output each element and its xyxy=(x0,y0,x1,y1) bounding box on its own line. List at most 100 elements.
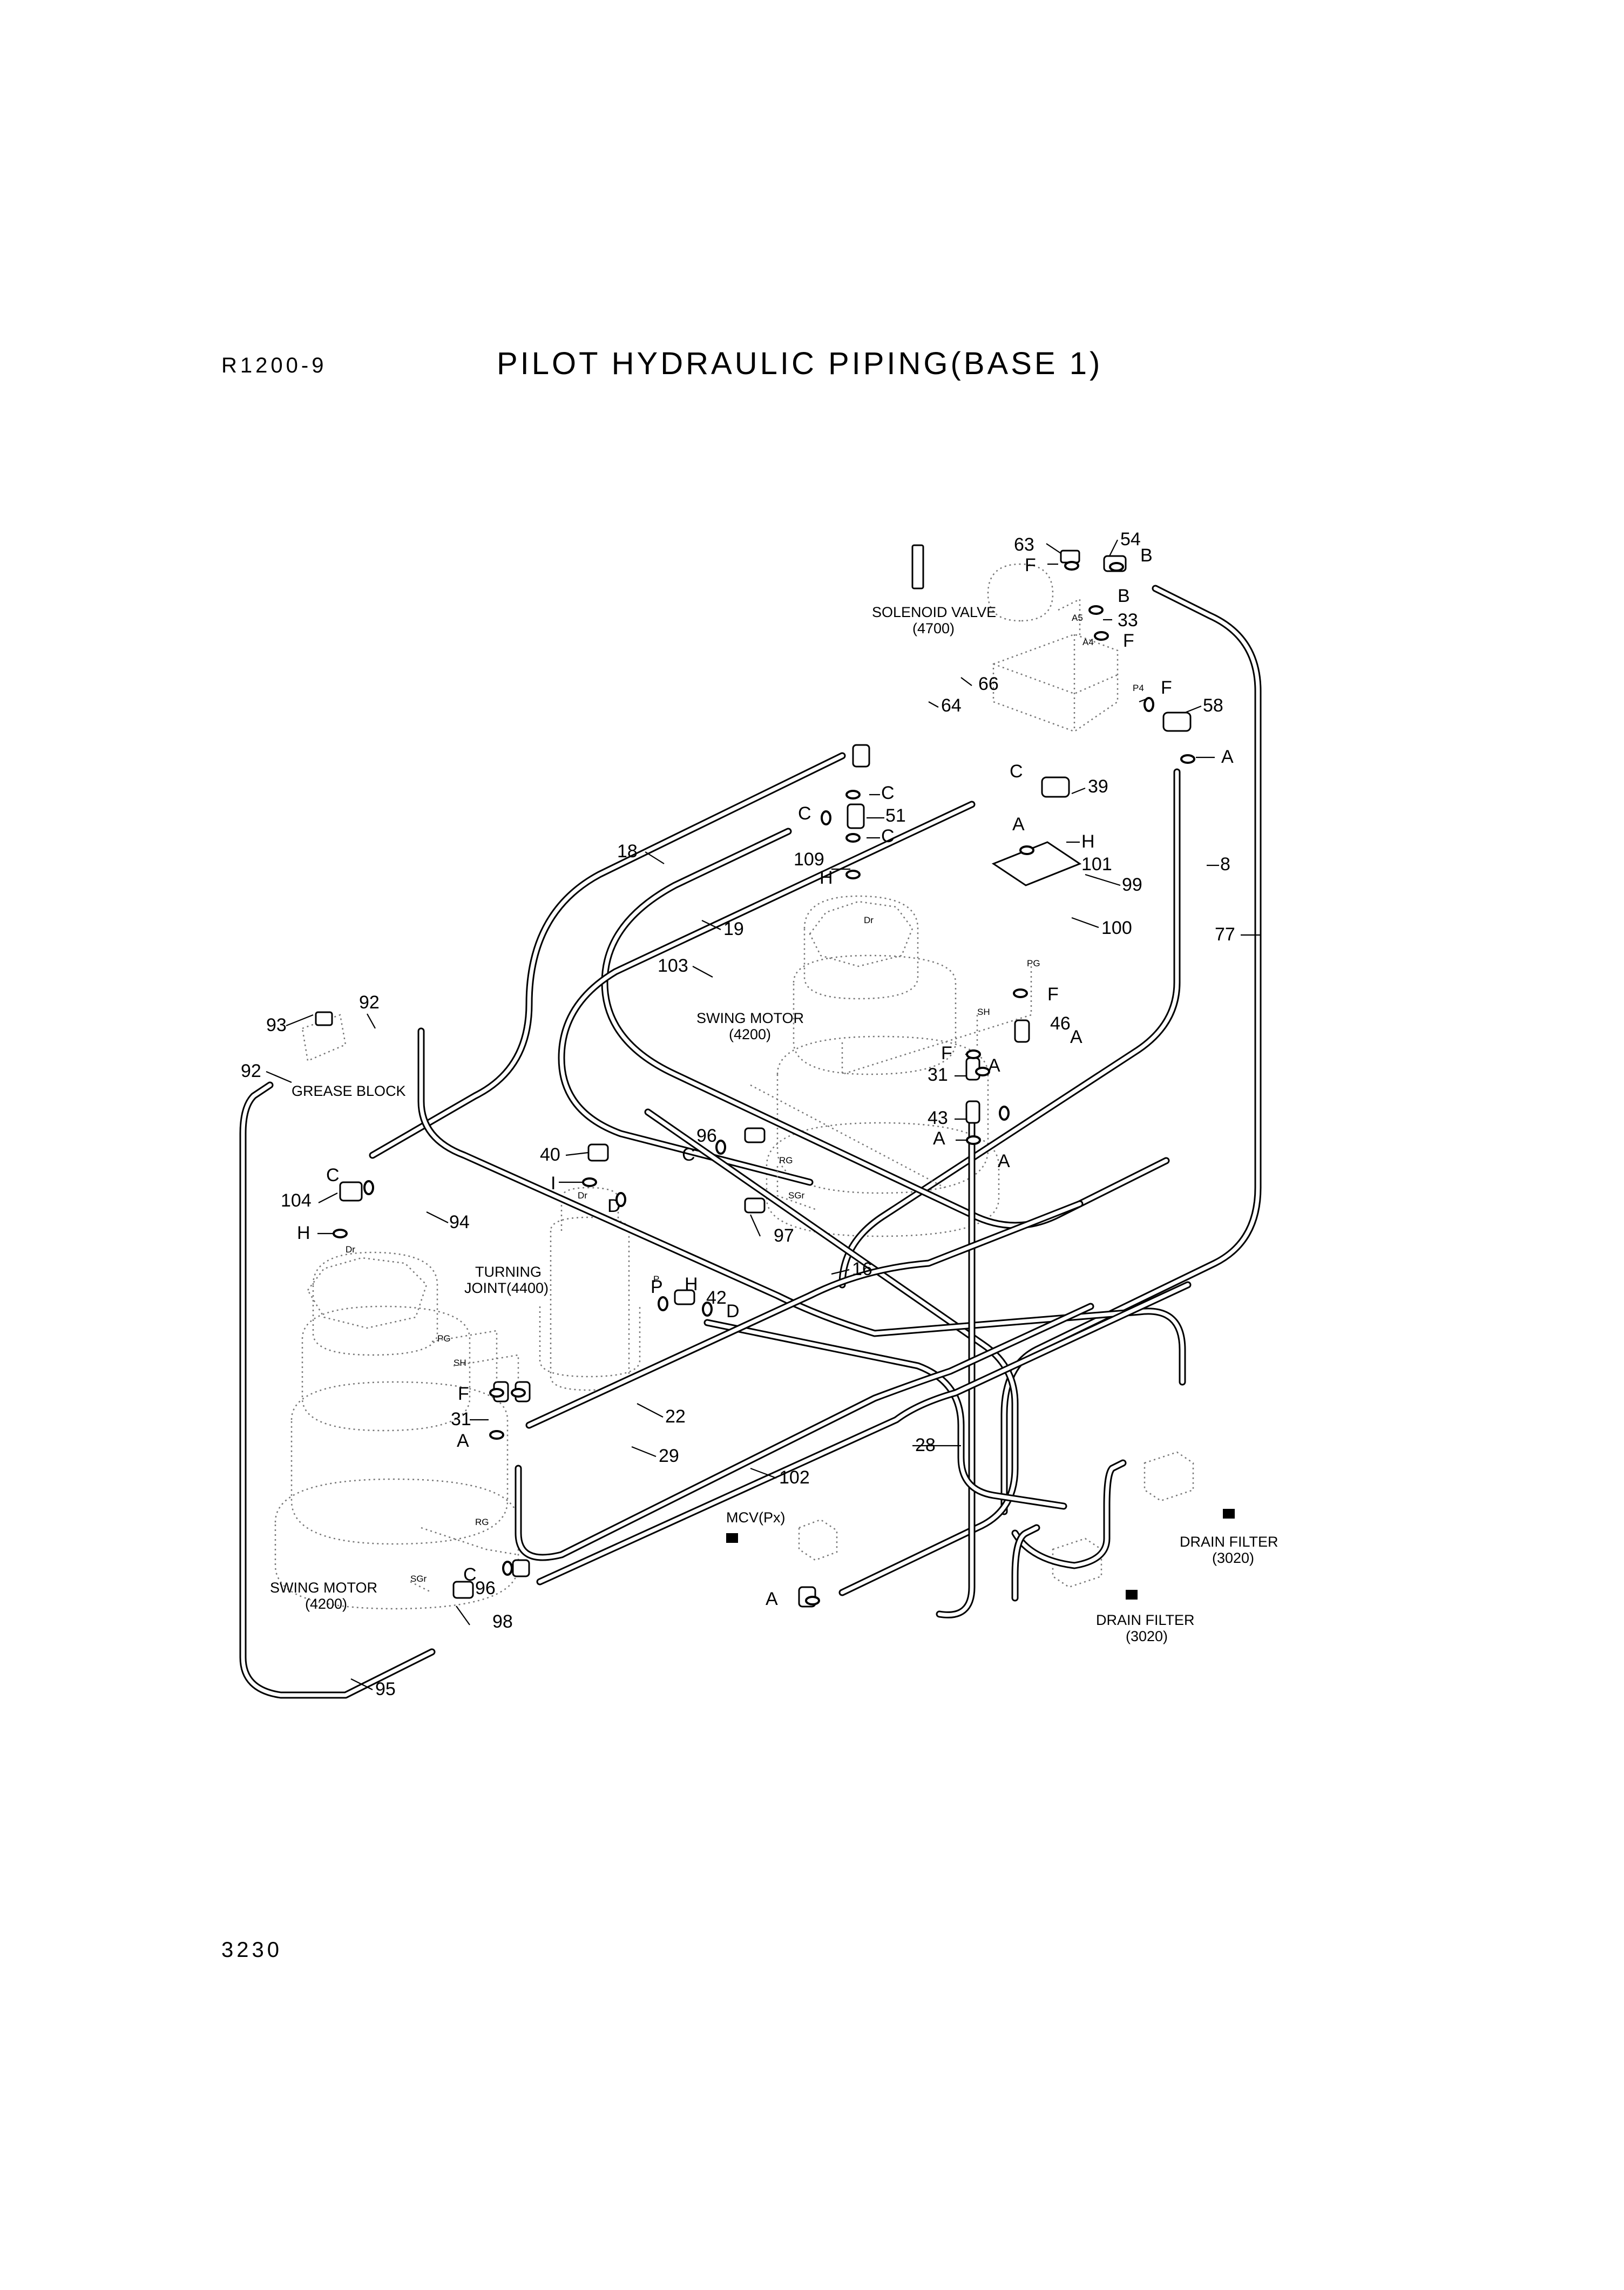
drain-filter-b-label: DRAIN FILTER xyxy=(1096,1612,1195,1628)
drain-filter-b-code: (3020) xyxy=(1126,1628,1168,1644)
callout: 96 xyxy=(475,1578,496,1598)
callout: H xyxy=(1081,831,1095,852)
callout: 51 xyxy=(885,805,906,826)
o-rings xyxy=(333,561,1195,1605)
callout: 92 xyxy=(241,1061,261,1081)
callout: A xyxy=(1070,1027,1082,1047)
callout: F xyxy=(1161,677,1172,698)
callout: 8 xyxy=(1220,854,1230,875)
grease-block-outline xyxy=(301,1014,347,1062)
callout: C xyxy=(798,803,811,824)
swing-motor-rear-label: SWING MOTOR xyxy=(696,1010,804,1026)
callout: 102 xyxy=(779,1467,810,1488)
callout: 93 xyxy=(266,1015,287,1035)
callout: A xyxy=(988,1055,1000,1076)
callout: B xyxy=(1118,586,1130,606)
swing-motor-rear-outline xyxy=(766,895,1000,1237)
callout: A xyxy=(1012,814,1025,835)
swing-motor-front-outline xyxy=(274,1251,519,1610)
callout: C xyxy=(463,1564,477,1585)
callout: H xyxy=(820,868,833,888)
port-tag: PG xyxy=(1027,958,1040,968)
callout: H xyxy=(685,1274,698,1295)
callout: D xyxy=(726,1301,740,1322)
port-tags: A5 A4 P4 Dr PG SH RG SGr Dr P PG SH RG S… xyxy=(346,613,1144,1584)
fittings xyxy=(315,544,1192,1608)
swing-motor-rear-code: (4200) xyxy=(729,1026,771,1042)
callout: 66 xyxy=(978,674,999,694)
callout: A xyxy=(998,1151,1010,1171)
callout: 92 xyxy=(359,992,380,1013)
turning-joint-code: JOINT(4400) xyxy=(464,1280,549,1296)
port-tag: A4 xyxy=(1082,637,1094,647)
turning-joint-label: TURNING xyxy=(475,1264,542,1280)
port-tag: RG xyxy=(779,1155,793,1166)
callout: 22 xyxy=(665,1406,686,1427)
callout: F xyxy=(458,1384,469,1404)
mcv-label: MCV(Px) xyxy=(726,1509,786,1526)
callout: 54 xyxy=(1120,529,1141,550)
drain-filter-b-outline xyxy=(1052,1537,1102,1588)
callout: 46 xyxy=(1050,1013,1071,1034)
callout: 39 xyxy=(1088,776,1108,797)
callouts: 63 F 54 B B 33 A F F 58 A 66 64 C 51 C C… xyxy=(241,529,1261,1699)
callout: F xyxy=(1025,555,1036,575)
callout: 77 xyxy=(1215,924,1235,945)
port-tag: Dr xyxy=(346,1244,355,1255)
callout: 33 xyxy=(1118,610,1138,631)
callout: A xyxy=(457,1431,469,1451)
model-number: R1200-9 xyxy=(221,354,327,377)
callout: F xyxy=(1123,631,1134,651)
callout: C xyxy=(682,1144,695,1165)
callout: A xyxy=(766,1589,778,1609)
port-tag: Dr xyxy=(864,915,874,925)
port-tag: SGr xyxy=(788,1190,805,1201)
callout: 99 xyxy=(1122,875,1142,895)
port-tag: SGr xyxy=(410,1574,427,1584)
callout: 31 xyxy=(928,1065,948,1085)
callout: F xyxy=(1047,984,1059,1005)
callout: 43 xyxy=(928,1108,948,1128)
swing-motor-front-label: SWING MOTOR xyxy=(270,1580,377,1596)
callout: F xyxy=(941,1043,952,1063)
callout: 16 xyxy=(852,1259,872,1279)
callout: 64 xyxy=(941,695,962,716)
callout: 18 xyxy=(617,841,638,862)
port-tag: PG xyxy=(437,1333,451,1344)
callout: 29 xyxy=(659,1446,679,1466)
solenoid-valve-outline xyxy=(987,563,1119,733)
port-tag: P4 xyxy=(1133,683,1144,693)
drain-filter-a-label: DRAIN FILTER xyxy=(1180,1534,1278,1550)
callout: C xyxy=(881,783,895,803)
port-tag: RG xyxy=(475,1517,489,1527)
callout: C xyxy=(881,826,895,846)
drain-filter-a-marker xyxy=(1223,1509,1235,1519)
callout: 98 xyxy=(492,1611,513,1632)
solenoid-valve-code: (4700) xyxy=(912,620,955,636)
callout: P xyxy=(651,1277,663,1297)
callout: 58 xyxy=(1203,695,1223,716)
callout: 95 xyxy=(375,1679,396,1699)
callout: C xyxy=(326,1165,340,1185)
port-tag: Dr xyxy=(578,1190,587,1201)
hose-lines xyxy=(239,585,1262,1699)
callout: 96 xyxy=(696,1126,717,1146)
callout: 94 xyxy=(449,1212,470,1232)
drain-filter-b-marker xyxy=(1126,1590,1138,1600)
callout: 109 xyxy=(794,849,824,870)
mcv-marker xyxy=(726,1533,738,1543)
port-tag: SH xyxy=(454,1358,466,1368)
callout: A xyxy=(933,1128,945,1149)
callout: 103 xyxy=(658,956,688,976)
drain-filter-a-code: (3020) xyxy=(1212,1550,1254,1566)
drain-filter-a-outline xyxy=(1143,1451,1194,1502)
callout: A xyxy=(1221,747,1234,767)
callout: 63 xyxy=(1014,534,1034,555)
callout: H xyxy=(297,1223,310,1243)
port-tag: A5 xyxy=(1072,613,1083,623)
swing-motor-front-code: (4200) xyxy=(305,1596,347,1612)
callout: 100 xyxy=(1101,918,1132,938)
port-tag: SH xyxy=(977,1007,990,1017)
port-tag: P xyxy=(653,1274,659,1284)
